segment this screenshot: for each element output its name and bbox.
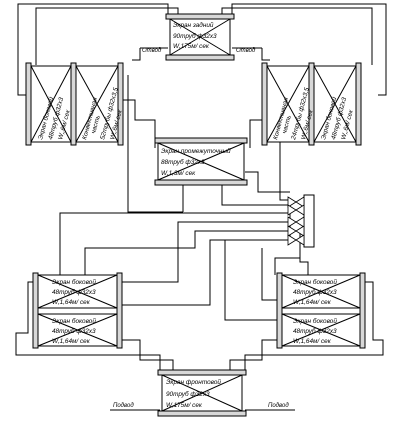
lower-left-top-speed: W,1,64м/ сек (52, 299, 91, 306)
rear-screen-speed: W,175м/ сек (173, 43, 210, 50)
valve-1 (287, 196, 305, 208)
lower-left-bottom-speed: W,1,64м/ сек (52, 338, 91, 345)
lower-left-collector-left (32, 272, 39, 349)
left-side-text-5: часть (90, 115, 102, 135)
front-collector-bottom (157, 410, 247, 417)
right-side-block: Конвективная часть 24трубы ф32х3,5 W,,6м… (261, 62, 362, 146)
valve-4 (287, 225, 305, 237)
left-side-collector-3 (117, 62, 124, 146)
inlet-left-label: Подвод (113, 403, 134, 409)
valve-manifold (287, 194, 315, 248)
outlet-left-label: Отвод (142, 48, 162, 54)
right-side-collector-2 (308, 62, 315, 146)
intermediate-collector-top (154, 137, 248, 144)
lower-left-bottom-tubes: 48труб ф32х3 (52, 327, 96, 335)
lower-right-bottom-title: Экран боковой (293, 317, 337, 325)
lower-right-collector-right (359, 272, 366, 349)
right-side-collector-1 (261, 62, 268, 146)
lower-left-top-title: Экран боковой (52, 278, 96, 286)
front-screen-tubes: 90труб ф32х3 (166, 390, 210, 398)
rear-screen-collector-top (165, 13, 235, 20)
lower-right-collector-left (276, 272, 283, 349)
rear-screen-collector-bottom (165, 54, 235, 61)
front-screen-speed: W,175м/ сек (166, 402, 203, 409)
intermediate-screen-speed: W,1,3м/ сек (161, 170, 196, 177)
outlet-right-label: Отвод (236, 48, 256, 54)
inlet-right-label: Подвод (268, 403, 289, 409)
valve-3 (287, 216, 305, 228)
front-screen-title: Экран фронтовой (166, 378, 221, 386)
lower-right-bottom-speed: W,1,64м/ сек (293, 338, 332, 345)
front-screen: Экран фронтовой 90труб ф32х3 W,175м/ сек (157, 369, 247, 417)
lower-left-block: Экран боковой 48труб ф32х3 W,1,64м/ сек … (32, 272, 123, 349)
lower-right-bottom-tubes: 48труб ф32х3 (293, 327, 337, 335)
valve-2 (287, 204, 305, 216)
lower-right-top-tubes: 48труб ф32х3 (293, 288, 337, 296)
left-side-block: Экран боковой 48труб ф32х3 W,,6м/ сек Ко… (25, 62, 124, 146)
lower-right-top-title: Экран боковой (293, 278, 337, 286)
lower-left-bottom-title: Экран боковой (52, 317, 96, 325)
lower-left-top-tubes: 48труб ф32х3 (52, 288, 96, 296)
lower-right-top-speed: W,1,64м/ сек (293, 299, 332, 306)
intermediate-screen-title: Экран промежуточный (161, 147, 231, 155)
rear-screen: Экран задний 90труб ф32х3 W,175м/ сек (165, 13, 235, 61)
right-side-text-2: часть (281, 115, 293, 135)
valve-manifold-header (303, 194, 315, 248)
lower-right-block: Экран боковой 48труб ф32х3 W,1,64м/ сек … (276, 272, 366, 349)
lower-right-separator (281, 307, 361, 315)
lower-left-separator (37, 307, 118, 315)
right-side-collector-3 (355, 62, 362, 146)
intermediate-screen: Экран промежуточный 88труб ф32х3 W,1,3м/… (154, 137, 248, 186)
valve-5 (287, 234, 305, 246)
lower-left-collector-right (116, 272, 123, 349)
rear-screen-title: Экран задний (173, 21, 214, 29)
left-side-collector-1 (25, 62, 32, 146)
left-side-collector-2 (70, 62, 77, 146)
rear-screen-tubes: 90труб ф32х3 (173, 32, 217, 40)
intermediate-collector-bottom (154, 179, 248, 186)
front-collector-top (157, 369, 247, 376)
intermediate-screen-tubes: 88труб ф32х3 (161, 158, 205, 166)
